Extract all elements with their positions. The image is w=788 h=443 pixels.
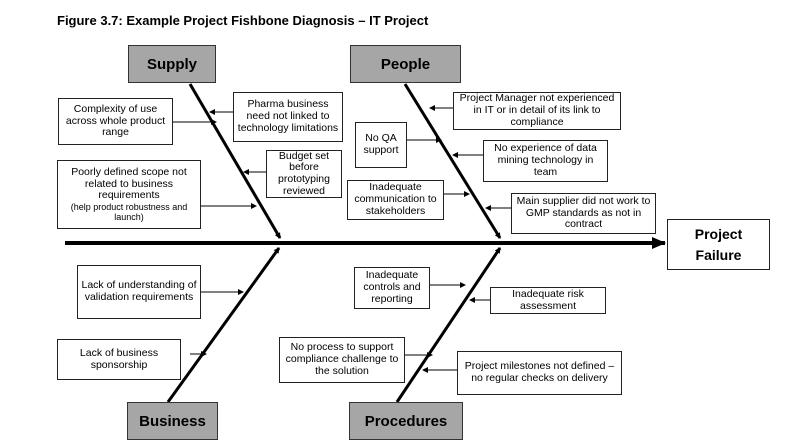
cause-box: Lack of business sponsorship — [57, 339, 181, 380]
procedures-bone — [395, 247, 502, 403]
people-bone — [403, 83, 502, 239]
cause-box: Inadequate risk assessment — [490, 287, 606, 314]
cause-box: Poorly defined scope not related to busi… — [57, 160, 201, 229]
category-supply: Supply — [128, 45, 216, 83]
cause-box: No QA support — [355, 122, 407, 168]
cause-box: Main supplier did not work to GMP standa… — [511, 193, 656, 234]
cause-box: Inadequate controls and reporting — [354, 267, 430, 309]
effect-line1: Project — [694, 226, 743, 243]
cause-box: Project milestones not defined – no regu… — [457, 351, 622, 395]
effect-box: Project Failure — [667, 219, 770, 270]
business-bone — [166, 247, 281, 403]
cause-box: No process to support compliance challen… — [279, 337, 405, 383]
category-people: People — [350, 45, 461, 83]
cause-box: Lack of understanding of validation requ… — [77, 265, 201, 319]
cause-box: Project Manager not experienced in IT or… — [453, 92, 621, 130]
category-procedures: Procedures — [349, 402, 463, 440]
cause-box: No experience of data mining technology … — [483, 140, 608, 182]
figure-title: Figure 3.7: Example Project Fishbone Dia… — [57, 13, 429, 28]
cause-box: Complexity of use across whole product r… — [58, 98, 173, 145]
effect-line2: Failure — [695, 246, 742, 263]
cause-box: Inadequate communication to stakeholders — [347, 180, 444, 220]
supply-bone — [188, 83, 282, 239]
category-business: Business — [127, 402, 218, 440]
cause-box: Budget set before prototyping reviewed — [266, 150, 342, 198]
cause-text: Poorly defined scope not related to busi… — [71, 165, 187, 202]
cause-box: Pharma business need not linked to techn… — [233, 92, 343, 142]
cause-subtext: (help product robustness and launch) — [70, 202, 188, 223]
